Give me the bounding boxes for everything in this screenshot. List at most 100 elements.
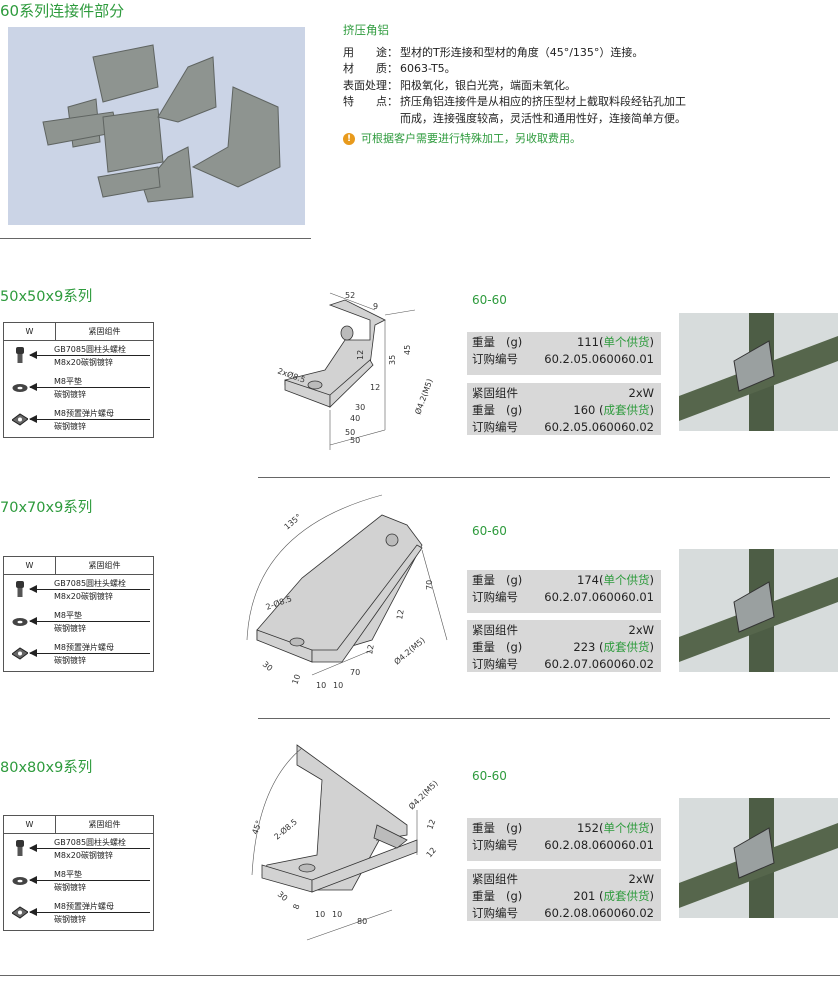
- arrow-icon: [29, 585, 150, 593]
- value: 挤压角铝连接件是从相应的挤压型材上截取料段经钻孔加工: [400, 95, 686, 108]
- label: ：: [387, 78, 398, 92]
- weight-label: 重量: [472, 640, 495, 654]
- order-label: 订购编号: [472, 838, 518, 852]
- dimension-label: 50: [350, 436, 360, 445]
- assembly-photo: [679, 549, 838, 672]
- arrow-icon: [29, 617, 150, 625]
- order-label: 订购编号: [472, 590, 518, 604]
- order-label: 订购编号: [472, 906, 518, 920]
- product-description: 挤压角铝 用 途：型材的T形连接和型材的角度（45°/135°）连接。 材 质：60…: [343, 22, 686, 148]
- series-title: 50x50x9系列: [0, 289, 93, 305]
- fastener-nut: M8预置弹片螺母碳钢镀锌: [4, 639, 153, 671]
- order-label: 订购编号: [472, 657, 518, 671]
- order-number: 60.2.07.060060.02: [544, 657, 654, 671]
- divider: [0, 238, 311, 239]
- weight-label: 重量: [472, 821, 495, 835]
- series-title: 70x70x9系列: [0, 500, 93, 516]
- col-w: W: [4, 816, 56, 833]
- order-label: 订购编号: [472, 352, 518, 366]
- weight-label: 重量: [472, 403, 495, 417]
- dimension-label: 40: [350, 414, 360, 423]
- fastener-material: 碳钢镀锌: [54, 656, 86, 665]
- fastener-name: M8预置弹片螺母: [54, 409, 114, 418]
- bolt-icon: [16, 581, 24, 597]
- arrow-icon: [29, 844, 150, 852]
- supply-type: 成套供货: [603, 640, 650, 654]
- dimension-label: 30: [276, 890, 290, 903]
- unit-label: (g): [505, 889, 523, 903]
- fastener-washer: M8平垫碳钢镀锌: [4, 607, 153, 639]
- dimension-label: 50: [345, 428, 355, 437]
- supply-type: 单个供货: [603, 821, 650, 835]
- label: 用: [343, 45, 354, 59]
- fastener-qty: 2xW: [628, 386, 655, 400]
- dimension-label: 2-Ø8.5: [272, 817, 299, 842]
- dimension-label: 45°: [250, 819, 263, 835]
- label: 特: [343, 95, 354, 108]
- spring-nut-icon: [12, 413, 28, 426]
- dimension-label: 45: [403, 345, 412, 355]
- spring-nut-icon: [12, 906, 28, 919]
- desc-row-use: 用 途：型材的T形连接和型材的角度（45°/135°）连接。: [343, 45, 686, 62]
- fastener-label: 紧固组件: [472, 386, 518, 400]
- fastener-name: M8平垫: [54, 611, 82, 620]
- fastener-material: 碳钢镀锌: [54, 422, 86, 431]
- weight-value: 201: [573, 889, 596, 903]
- label: 材: [343, 62, 354, 75]
- dimension-label: Ø4.2(M5): [412, 377, 434, 415]
- fastener-material: 碳钢镀锌: [54, 883, 86, 892]
- dimension-label: 10: [315, 910, 325, 919]
- fastener-name: M8预置弹片螺母: [54, 902, 114, 911]
- dimension-label: 12: [425, 846, 438, 860]
- order-number: 60.2.07.060060.01: [544, 590, 654, 604]
- label: 途：: [376, 45, 398, 59]
- order-number: 60.2.05.060060.01: [544, 352, 654, 366]
- fastener-material: 碳钢镀锌: [54, 390, 86, 399]
- dimension-label: 10: [333, 681, 343, 690]
- col-fastener: 紧固组件: [88, 820, 121, 829]
- product-heading: 挤压角铝: [343, 23, 389, 37]
- fastener-name: M8预置弹片螺母: [54, 643, 114, 652]
- desc-continuation: 而成，连接强度较高，灵活性和通用性好，连接简单方便。: [400, 111, 686, 125]
- weight-value: 174: [577, 573, 599, 587]
- washer-icon: [12, 877, 28, 885]
- dimension-label: 30: [355, 403, 365, 412]
- label: 质：: [376, 62, 398, 75]
- supply-type: 单个供货: [603, 335, 650, 349]
- unit-label: (g): [505, 573, 523, 587]
- weight-label: 重量: [472, 573, 495, 587]
- dimension-label: 10: [316, 681, 326, 690]
- dimension-label: 9: [373, 302, 378, 311]
- fastener-name: M8平垫: [54, 870, 82, 879]
- dimension-label: 8: [291, 903, 301, 911]
- fastener-nut: M8预置弹片螺母碳钢镀锌: [4, 898, 153, 930]
- dimension-label: 12: [365, 644, 376, 656]
- unit-label: (g): [505, 821, 523, 835]
- value: 6063-T5。: [400, 62, 456, 75]
- product-photo-angles: [8, 27, 305, 225]
- order-number: 60.2.08.060060.01: [544, 838, 654, 852]
- dimension-label: 30: [261, 660, 275, 673]
- label: 表面处理: [343, 78, 387, 92]
- dimension-label: Ø4.2(M5): [392, 635, 427, 667]
- profile-code: 60-60: [472, 524, 507, 538]
- dimension-label: 80: [357, 917, 367, 926]
- custom-note: !可根据客户需要进行特殊加工，另收取费用。: [343, 131, 686, 148]
- spring-nut-icon: [12, 647, 28, 660]
- fastener-washer: M8平垫碳钢镀锌: [4, 373, 153, 405]
- series-title: 80x80x9系列: [0, 760, 93, 776]
- weight-value: 111: [577, 335, 599, 349]
- dimension-label: 12: [370, 383, 380, 392]
- value: 型材的T形连接和型材的角度（45°/135°）连接。: [400, 45, 644, 59]
- fastener-label: 紧固组件: [472, 623, 518, 637]
- weight-value: 160: [573, 403, 596, 417]
- arrow-icon: [29, 908, 150, 916]
- arrow-icon: [29, 876, 150, 884]
- washer-icon: [12, 618, 28, 626]
